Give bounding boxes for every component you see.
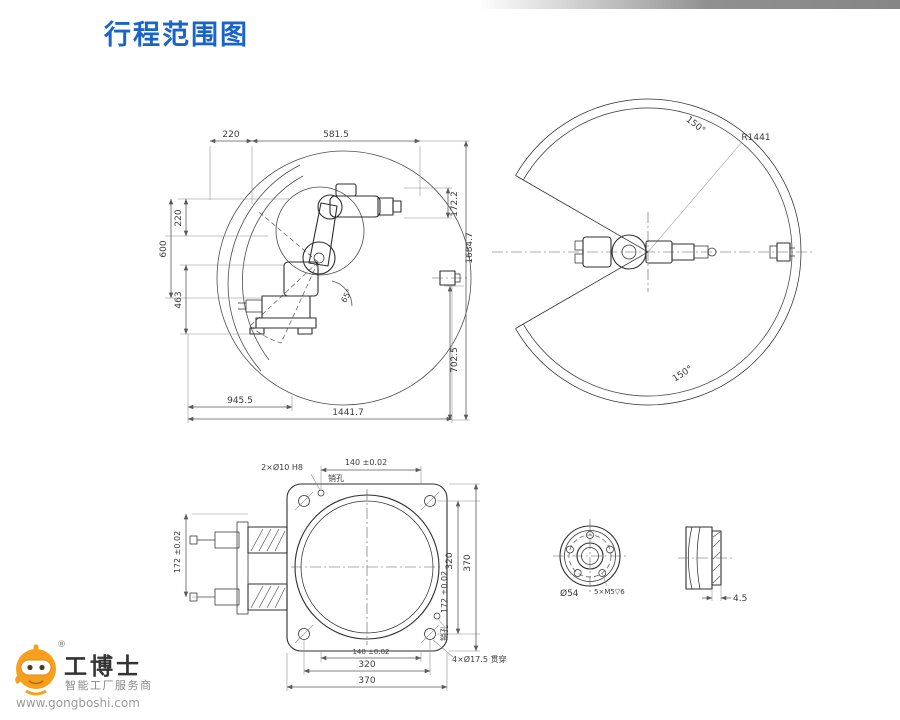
dim-label-320-right: 320 [445,552,455,569]
dim-label-172-left: 172 ±0.02 [173,531,182,573]
dim-label-463: 463 [174,291,184,308]
angle-label-150-upper: 150° [684,115,707,136]
dim-label-220-left: 220 [174,209,184,226]
brand-name: 工博士 [64,654,142,680]
base-plate-dimensions: 2×Ø10 H8 140 ±0.02 销孔 172 ±0.02 320 370 … [173,458,506,691]
dim-label-945-5: 945.5 [227,396,253,406]
flange-dimensions: Ø54 5×M5▽6 4.5 [560,588,747,604]
base-cable-connectors [189,521,288,615]
mascot-icon [15,644,56,696]
dim-label-140-bottom: 140 ±0.02 [352,648,389,656]
flange-side-view [678,526,732,601]
dim-label-220-top: 220 [222,130,239,140]
website-url: www.gongboshi.com [16,696,140,710]
dim-label-370-bottom: 370 [358,676,375,686]
robot-side-silhouette [238,183,468,335]
side-view-envelope [216,150,472,406]
top-view-drawing: 150° 150° R1441 [492,98,812,406]
registered-mark: ® [57,640,66,650]
logo: ® 工博士 智能工厂服务商 www.gongboshi.com [12,640,212,716]
dim-label-172-2: 172.2 [450,191,460,217]
dim-label-320-bottom: 320 [358,660,375,670]
page-title: 行程范围图 [104,20,249,51]
angle-label-150-lower: 150° [671,364,695,384]
pin-hole-note: 2×Ø10 H8 [261,462,303,472]
dim-label-1684-7: 1684.7 [465,232,475,264]
side-view-dimensions: 220 581.5 172.2 1684.7 220 600 463 702.5… [159,130,475,423]
top-view-envelope [492,98,812,406]
tap-note: 5×M5▽6 [594,588,625,596]
dim-label-702-5: 702.5 [450,347,460,373]
through-hole-note: 4×Ø17.5 贯穿 [452,654,506,664]
pin-hole-label-right: 销孔 [439,625,449,641]
side-view-drawing: 220 581.5 172.2 1684.7 220 600 463 702.5… [159,130,475,423]
dim-label-1441-7: 1441.7 [332,408,364,418]
dim-label-581-5: 581.5 [323,130,349,140]
pin-hole-label: 销孔 [328,473,344,483]
base-plate-outline [286,483,448,652]
dim-label-370-right: 370 [463,554,473,571]
top-gradient-bar [478,0,900,9]
base-plate-drawing: 2×Ø10 H8 140 ±0.02 销孔 172 ±0.02 320 370 … [173,458,506,691]
radius-label-r1441: R1441 [741,133,770,143]
flange-detail-drawing: Ø54 5×M5▽6 4.5 [553,519,747,604]
top-view-dimensions: 150° 150° R1441 [671,115,770,385]
dim-label-600: 600 [159,240,169,257]
dim-label-140-top: 140 ±0.02 [345,458,387,467]
flange-front-view [553,519,627,593]
brand-tagline: 智能工厂服务商 [65,679,153,692]
robot-top-silhouette [574,234,795,270]
dim-label-diameter-54: Ø54 [560,588,579,599]
dim-label-172-right: 172 ±0.02 [440,571,449,613]
dim-label-4-5: 4.5 [733,594,747,604]
